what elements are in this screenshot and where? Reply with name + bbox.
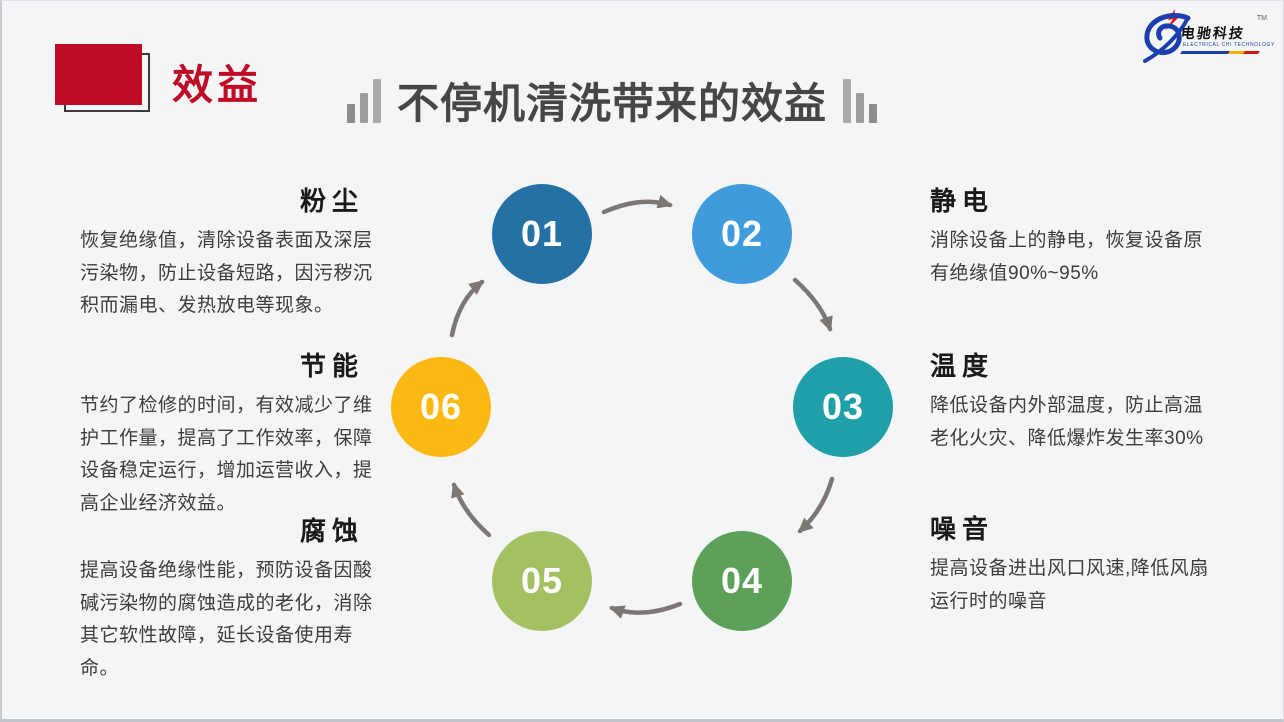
step-number: 05 [520, 560, 564, 601]
step-circle-05: 05 [492, 531, 592, 631]
benefit-block-corrosion: 腐蚀 提高设备绝缘性能，预防设备因酸碱污染物的腐蚀造成的老化，消除其它软性故障，… [80, 511, 376, 686]
benefit-block-temperature: 温度 降低设备内外部温度，防止高温老化火灾、降低爆炸发生率30% [930, 346, 1216, 455]
step-number: 06 [419, 386, 463, 427]
arrow-05-06 [451, 482, 492, 538]
benefit-block-energy: 节能 节约了检修的时间，有效减少了维护工作量，提高了工作效率，保障设备稳定运行，… [80, 346, 376, 521]
company-logo: 电驰科技 TM ELECTRICAL CHI TECHNOLOGY [1141, 5, 1274, 67]
step-circle-02: 02 [692, 184, 792, 284]
step-number: 03 [821, 386, 865, 427]
benefit-desc: 提高设备进出风口风速,降低风扇运行时的噪音 [930, 558, 1209, 612]
benefit-block-dust: 粉尘 恢复绝缘值，清除设备表面及深层污染物，防止设备短路，因污秽沉积而漏电、发热… [80, 181, 376, 323]
title-row: 不停机清洗带来的效益 [342, 67, 882, 129]
section-label-red-box [55, 44, 142, 105]
logo-stripe [1180, 51, 1260, 54]
step-number: 02 [720, 213, 764, 254]
logo-subtitle: ELECTRICAL CHI TECHNOLOGY [1183, 42, 1275, 48]
benefit-block-static: 静电 消除设备上的静电，恢复设备原有绝缘值90%~95% [930, 181, 1216, 290]
benefit-desc: 提高设备绝缘性能，预防设备因酸碱污染物的腐蚀造成的老化，消除其它软性故障，延长设… [80, 560, 373, 680]
benefit-desc: 节约了检修的时间，有效减少了维护工作量，提高了工作效率，保障设备稳定运行，增加运… [80, 395, 373, 515]
arrow-04-05 [609, 601, 683, 619]
logo-trademark: TM [1256, 15, 1267, 22]
step-number: 04 [720, 560, 764, 601]
benefit-title: 静电 [930, 186, 995, 216]
benefit-desc: 消除设备上的静电，恢复设备原有绝缘值90%~95% [930, 230, 1204, 284]
logo-swoosh-icon [1143, 9, 1191, 63]
benefit-title: 噪音 [930, 514, 995, 544]
step-circle-01: 01 [492, 184, 592, 284]
step-circle-04: 04 [692, 531, 792, 631]
arrow-02-03 [792, 277, 833, 332]
bar-chart-icon-left [346, 79, 381, 129]
bar-chart-icon-right [843, 79, 877, 129]
arrow-03-04 [797, 476, 835, 534]
benefit-title: 温度 [930, 351, 995, 381]
step-circle-03: 03 [793, 357, 893, 457]
arrow-01-02 [601, 194, 673, 215]
page-title: 不停机清洗带来的效益 [396, 79, 827, 127]
section-label: 效益 [172, 62, 262, 108]
logo-text: 电驰科技 [1179, 27, 1246, 42]
benefit-title: 腐蚀 [299, 516, 364, 546]
benefit-title: 节能 [299, 351, 364, 381]
benefit-block-noise: 噪音 提高设备进出风口风速,降低风扇运行时的噪音 [930, 509, 1216, 618]
step-circle-06: 06 [391, 357, 491, 457]
arrow-06-01 [449, 279, 485, 338]
benefit-desc: 恢复绝缘值，清除设备表面及深层污染物，防止设备短路，因污秽沉积而漏电、发热放电等… [80, 230, 373, 317]
benefit-title: 粉尘 [299, 186, 364, 216]
benefit-desc: 降低设备内外部温度，防止高温老化火灾、降低爆炸发生率30% [930, 395, 1204, 449]
step-number: 01 [520, 213, 564, 254]
